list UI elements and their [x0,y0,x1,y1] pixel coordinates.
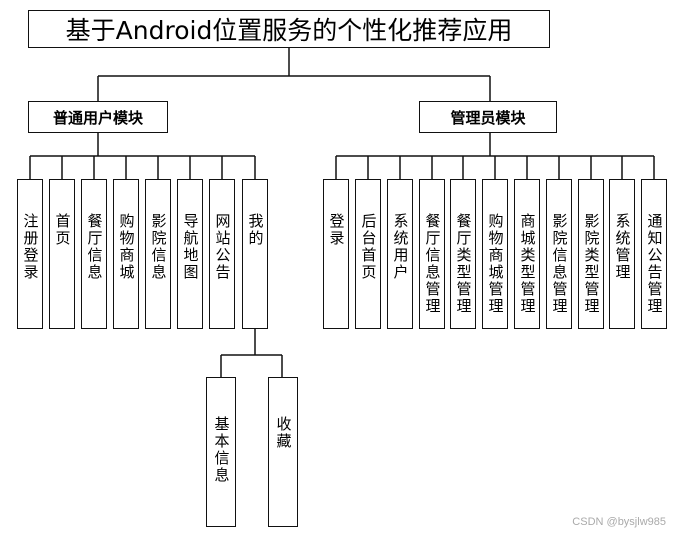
admin-item-label: 餐厅信息管理 [423,213,442,315]
admin-item-label: 影院类型管理 [582,213,601,315]
admin-item-label: 商城类型管理 [518,213,537,315]
admin-item-cinema-type-mgmt: 影院类型管理 [578,179,604,329]
admin-item-label: 系统管理 [613,213,632,281]
admin-item-login: 登录 [323,179,349,329]
admin-item-system-mgmt: 系统管理 [609,179,635,329]
admin-item-label: 餐厅类型管理 [454,213,473,315]
sub-item-label: 收藏 [274,416,293,450]
user-item-register-login: 注册登录 [17,179,43,329]
user-module-box: 普通用户模块 [28,101,168,133]
user-item-label: 影院信息 [149,213,168,281]
user-item-label: 首页 [53,213,72,247]
user-item-site-notice: 网站公告 [209,179,235,329]
admin-item-system-users: 系统用户 [387,179,413,329]
admin-item-backend-home: 后台首页 [355,179,381,329]
watermark: CSDN @bysjlw985 [572,516,666,528]
user-item-label: 餐厅信息 [85,213,104,281]
sub-item-basic-info: 基本信息 [206,377,236,527]
admin-item-label: 后台首页 [359,213,378,281]
admin-item-cinema-info-mgmt: 影院信息管理 [546,179,572,329]
admin-item-restaurant-info-mgmt: 餐厅信息管理 [419,179,445,329]
user-item-label: 购物商城 [117,213,136,281]
admin-item-restaurant-type-mgmt: 餐厅类型管理 [450,179,476,329]
user-item-home: 首页 [49,179,75,329]
admin-item-label: 登录 [327,213,346,247]
sub-item-favorites: 收藏 [268,377,298,527]
user-item-shopping-mall: 购物商城 [113,179,139,329]
admin-item-label: 购物商城管理 [486,213,505,315]
sub-item-label: 基本信息 [212,416,231,484]
diagram-title: 基于Android位置服务的个性化推荐应用 [28,10,550,48]
admin-module-box: 管理员模块 [419,101,557,133]
user-item-nav-map: 导航地图 [177,179,203,329]
admin-item-label: 系统用户 [391,213,410,281]
admin-item-notice-mgmt: 通知公告管理 [641,179,667,329]
user-item-cinema-info: 影院信息 [145,179,171,329]
admin-item-label: 通知公告管理 [645,213,664,315]
user-item-label: 网站公告 [213,213,232,281]
admin-item-mall-mgmt: 购物商城管理 [482,179,508,329]
user-item-label: 注册登录 [21,213,40,281]
user-item-mine: 我的 [242,179,268,329]
admin-item-mall-type-mgmt: 商城类型管理 [514,179,540,329]
user-item-restaurant-info: 餐厅信息 [81,179,107,329]
user-item-label: 我的 [246,213,265,247]
admin-item-label: 影院信息管理 [550,213,569,315]
user-item-label: 导航地图 [181,213,200,281]
